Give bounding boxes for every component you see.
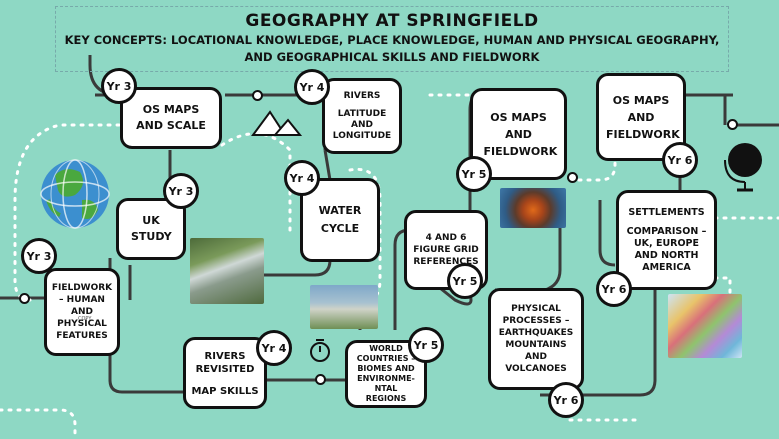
year-badge: Yr 3	[163, 173, 199, 209]
river-photo	[190, 238, 264, 304]
year-badge: Yr 6	[662, 142, 698, 178]
year-badge: Yr 6	[548, 382, 584, 418]
card-label: COMPARISON – UK, EUROPE AND NORTH AMERIC…	[626, 225, 707, 273]
path-node	[315, 374, 326, 385]
eden-project-photo	[310, 285, 378, 329]
card-settlements-comparison: SETTLEMENTS COMPARISON – UK, EUROPE AND …	[616, 190, 717, 290]
europe-map-photo	[668, 294, 742, 358]
year-badge: Yr 4	[294, 69, 330, 105]
card-label: LATITUDE AND LONGITUDE	[332, 108, 392, 141]
card-label: MAP SKILLS	[191, 385, 259, 397]
card-label: RIVERS	[343, 90, 381, 101]
card-world-countries: WORLD COUNTRIES – BIOMES AND ENVIRONME-N…	[345, 340, 427, 408]
card-uk-study: UK STUDY	[116, 198, 186, 260]
card-water-cycle: WATER CYCLE	[300, 178, 380, 262]
card-os-maps-scale: OS MAPS AND SCALE	[120, 87, 222, 149]
stopwatch-icon	[310, 339, 330, 362]
card-label: WORLD COUNTRIES – BIOMES AND ENVIRONME-N…	[356, 344, 416, 403]
path-node	[19, 293, 30, 304]
volcano-photo	[500, 188, 566, 228]
card-physical-processes: PHYSICAL PROCESSES – EARTHQUAKES MOUNTAI…	[488, 288, 584, 390]
year-badge: Yr 3	[21, 238, 57, 274]
card-os-maps-fieldwork-yr5: OS MAPS AND FIELDWORK	[470, 88, 567, 180]
path-node	[727, 119, 738, 130]
subtitle-line-1: KEY CONCEPTS: LOCATIONAL KNOWLEDGE, PLAC…	[64, 33, 720, 47]
year-badge: Yr 6	[596, 271, 632, 307]
year-badge: Yr 3	[101, 68, 137, 104]
dotted-path	[220, 132, 292, 232]
page-title: GEOGRAPHY AT SPRINGFIELD	[245, 11, 539, 31]
card-label: OS MAPS AND SCALE	[136, 103, 206, 132]
card-label: SETTLEMENTS	[628, 206, 705, 218]
watermark-text: COPY	[78, 316, 92, 322]
dotted-path	[348, 167, 382, 307]
year-badge: Yr 4	[284, 160, 320, 196]
dotted-path	[0, 408, 77, 439]
path-node	[567, 172, 578, 183]
earth-globe-image	[40, 159, 110, 229]
card-label: RIVERS REVISITED	[195, 350, 255, 375]
card-label: PHYSICAL PROCESSES – EARTHQUAKES MOUNTAI…	[498, 304, 574, 374]
path-node	[252, 90, 263, 101]
year-badge: Yr 5	[408, 327, 444, 363]
card-label: WATER CYCLE	[318, 204, 362, 235]
year-badge: Yr 5	[456, 156, 492, 192]
card-label: 4 AND 6 FIGURE GRID REFERENCES	[413, 233, 479, 267]
card-rivers-revisited-map-skills: RIVERS REVISITED MAP SKILLS	[183, 337, 267, 409]
card-label: FIELDWORK – HUMAN AND PHYSICAL FEATURES	[51, 283, 113, 341]
desk-globe-icon	[724, 143, 762, 192]
card-label: UK STUDY	[131, 214, 172, 243]
card-label: OS MAPS AND FIELDWORK	[606, 93, 680, 141]
card-rivers-latitude: RIVERS LATITUDE AND LONGITUDE	[322, 78, 402, 154]
dotted-path	[568, 138, 617, 182]
year-badge: Yr 4	[256, 330, 292, 366]
year-badge: Yr 5	[447, 263, 483, 299]
card-label: OS MAPS AND FIELDWORK	[483, 110, 558, 158]
card-fieldwork-human-physical: FIELDWORK – HUMAN AND PHYSICAL FEATURES	[44, 268, 120, 356]
mountain-icon	[251, 110, 303, 136]
dotted-path	[713, 276, 732, 302]
header-box: GEOGRAPHY AT SPRINGFIELD KEY CONCEPTS: L…	[55, 6, 729, 72]
subtitle-line-2: AND GEOGRAPHICAL SKILLS AND FIELDWORK	[244, 50, 540, 64]
